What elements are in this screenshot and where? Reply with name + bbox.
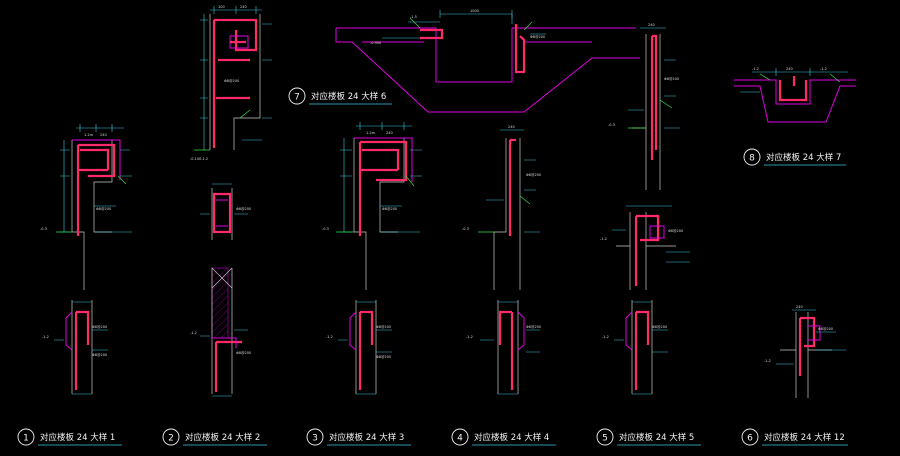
svg-text:1000: 1000 xyxy=(470,9,479,13)
svg-text:1.2m: 1.2m xyxy=(84,133,94,137)
svg-text:240: 240 xyxy=(648,23,655,27)
detail-4-number-circle xyxy=(451,428,469,446)
detail-4-number: 4 xyxy=(457,434,463,444)
detail-1-number-circle xyxy=(17,428,35,446)
svg-text:Φ8@200: Φ8@200 xyxy=(668,229,683,233)
svg-text:Φ8@200: Φ8@200 xyxy=(382,207,397,211)
detail-2-number-circle xyxy=(162,428,180,446)
detail-2-label: 2 对应楼板 24 大样 2 xyxy=(162,428,267,446)
detail-5-title: 对应楼板 24 大样 5 xyxy=(619,432,694,443)
detail-5-number-circle xyxy=(596,428,614,446)
svg-text:-1.2: -1.2 xyxy=(190,331,197,335)
svg-text:1.2m: 1.2m xyxy=(366,131,376,135)
svg-text:-1.2: -1.2 xyxy=(820,67,827,71)
svg-text:Φ8@200: Φ8@200 xyxy=(96,207,111,211)
svg-text:Φ8@200: Φ8@200 xyxy=(526,325,541,329)
detail-4-label: 4 对应楼板 24 大样 4 xyxy=(451,428,556,446)
detail-8-label: 8 对应楼板 24 大样 7 xyxy=(743,148,846,166)
detail-8-number-circle xyxy=(743,148,761,166)
svg-text:-0.3: -0.3 xyxy=(322,227,329,231)
detail-2-number: 2 xyxy=(168,434,174,444)
svg-text:Φ8@200: Φ8@200 xyxy=(818,327,833,331)
svg-text:240: 240 xyxy=(386,131,393,135)
detail-7-title: 对应楼板 24 大样 6 xyxy=(311,91,386,102)
detail-6-drawing: 240 Φ8@200 -1.2 xyxy=(764,305,846,398)
svg-text:-1.2: -1.2 xyxy=(752,67,759,71)
detail-7-number-circle xyxy=(288,87,306,105)
detail-6-number-circle xyxy=(741,428,759,446)
svg-text:Φ8@200: Φ8@200 xyxy=(526,173,541,177)
svg-text:-0.100-1.2: -0.100-1.2 xyxy=(190,157,208,161)
svg-text:-1.5: -1.5 xyxy=(410,15,417,19)
detail-1-lower-section: Φ8@200 Φ8@200 -1.2 xyxy=(42,300,108,395)
svg-text:Φ8@200: Φ8@200 xyxy=(530,35,545,39)
svg-text:Φ8@200: Φ8@200 xyxy=(224,79,239,83)
svg-text:240: 240 xyxy=(100,133,107,137)
detail-3-number-circle xyxy=(306,428,324,446)
svg-text:Φ8@200: Φ8@200 xyxy=(376,355,391,359)
detail-7-drawing: 1000 -1.5 -0.900 Φ8@200 xyxy=(335,9,640,113)
svg-text:Φ8@200: Φ8@200 xyxy=(92,325,107,329)
detail-3-drawing: 1.2m 240 Φ8@200 -0.3 Φ8@200 Φ8@200 -1.2 xyxy=(322,122,422,395)
detail-8-drawing: -1.2 240 -1.2 xyxy=(734,67,856,123)
detail-3-lower-section: Φ8@200 Φ8@200 -1.2 xyxy=(326,300,392,395)
detail-6-label: 6 对应楼板 24 大样 12 xyxy=(741,428,848,446)
svg-text:-0.3: -0.3 xyxy=(608,123,615,127)
svg-text:-1.2: -1.2 xyxy=(764,359,771,363)
detail-3-title: 对应楼板 24 大样 3 xyxy=(329,432,404,443)
svg-text:-1.2: -1.2 xyxy=(600,237,607,241)
detail-4-drawing: 240 Φ8@200 -0.3 Φ8@200 -1.2 xyxy=(462,125,541,395)
detail-7-label: 7 对应楼板 24 大样 6 xyxy=(288,87,392,105)
detail-1-upper-section: 1.2m 240 Φ8@200 -0.3 xyxy=(40,124,132,290)
detail-8-number: 8 xyxy=(749,154,755,164)
detail-2-upper-section: 100 240 Φ8@200 -0.100-1.2 xyxy=(190,5,272,161)
detail-2-middle-section: Φ8@200 xyxy=(200,183,251,240)
svg-text:Φ8@200: Φ8@200 xyxy=(652,325,667,329)
detail-1-number: 1 xyxy=(23,434,29,444)
detail-5-number: 5 xyxy=(602,434,608,444)
svg-text:-1.2: -1.2 xyxy=(326,335,333,339)
detail-2-lower-section: -1.2 Φ8@200 xyxy=(190,267,251,397)
detail-7-number: 7 xyxy=(294,93,300,103)
detail-5-label: 5 对应楼板 24 大样 5 xyxy=(596,428,701,446)
detail-6-number: 6 xyxy=(747,434,753,444)
detail-5-middle-section: -1.2 Φ8@200 xyxy=(600,205,690,290)
detail-5-lower-section: Φ8@200 -1.2 xyxy=(602,300,668,395)
svg-text:-0.900: -0.900 xyxy=(370,41,381,45)
detail-8-title: 对应楼板 24 大样 7 xyxy=(766,152,841,163)
svg-text:Φ8@200: Φ8@200 xyxy=(236,351,251,355)
detail-4-upper-section: 240 Φ8@200 -0.3 xyxy=(462,125,541,290)
svg-text:-1.2: -1.2 xyxy=(602,335,609,339)
svg-text:Φ8@200: Φ8@200 xyxy=(664,77,679,81)
svg-text:240: 240 xyxy=(508,125,515,129)
svg-text:240: 240 xyxy=(796,305,803,309)
svg-text:-0.3: -0.3 xyxy=(462,227,469,231)
detail-3-upper-section: 1.2m 240 Φ8@200 -0.3 xyxy=(322,122,422,290)
detail-1-title: 对应楼板 24 大样 1 xyxy=(40,432,115,443)
detail-3-label: 3 对应楼板 24 大样 3 xyxy=(306,428,411,446)
detail-2-title: 对应楼板 24 大样 2 xyxy=(185,432,260,443)
svg-text:240: 240 xyxy=(786,67,793,71)
svg-text:Φ8@200: Φ8@200 xyxy=(236,207,251,211)
detail-2-drawing: 100 240 Φ8@200 -0.100-1.2 Φ8@200 -1.2 Φ8… xyxy=(190,5,272,397)
detail-3-number: 3 xyxy=(312,434,318,444)
detail-4-lower-section: Φ8@200 -1.2 xyxy=(466,300,541,395)
detail-1-drawing: 1.2m 240 Φ8@200 -0.3 Φ8@200 Φ8@200 -1.2 xyxy=(40,124,132,395)
detail-1-label: 1 对应楼板 24 大样 1 xyxy=(17,428,122,446)
svg-text:Φ8@200: Φ8@200 xyxy=(376,325,391,329)
detail-6-title: 对应楼板 24 大样 12 xyxy=(764,432,845,443)
svg-text:-1.2: -1.2 xyxy=(42,335,49,339)
svg-text:-1.2: -1.2 xyxy=(466,335,473,339)
detail-5-upper-section: 240 Φ8@200 -0.3 xyxy=(608,23,680,190)
svg-text:Φ8@200: Φ8@200 xyxy=(92,353,107,357)
detail-5-drawing: 240 Φ8@200 -0.3 -1.2 Φ8@200 Φ8@200 -1.2 xyxy=(600,23,690,395)
svg-text:100: 100 xyxy=(218,5,225,9)
detail-4-title: 对应楼板 24 大样 4 xyxy=(474,432,549,443)
svg-text:-0.3: -0.3 xyxy=(40,227,47,231)
svg-text:240: 240 xyxy=(240,5,247,9)
